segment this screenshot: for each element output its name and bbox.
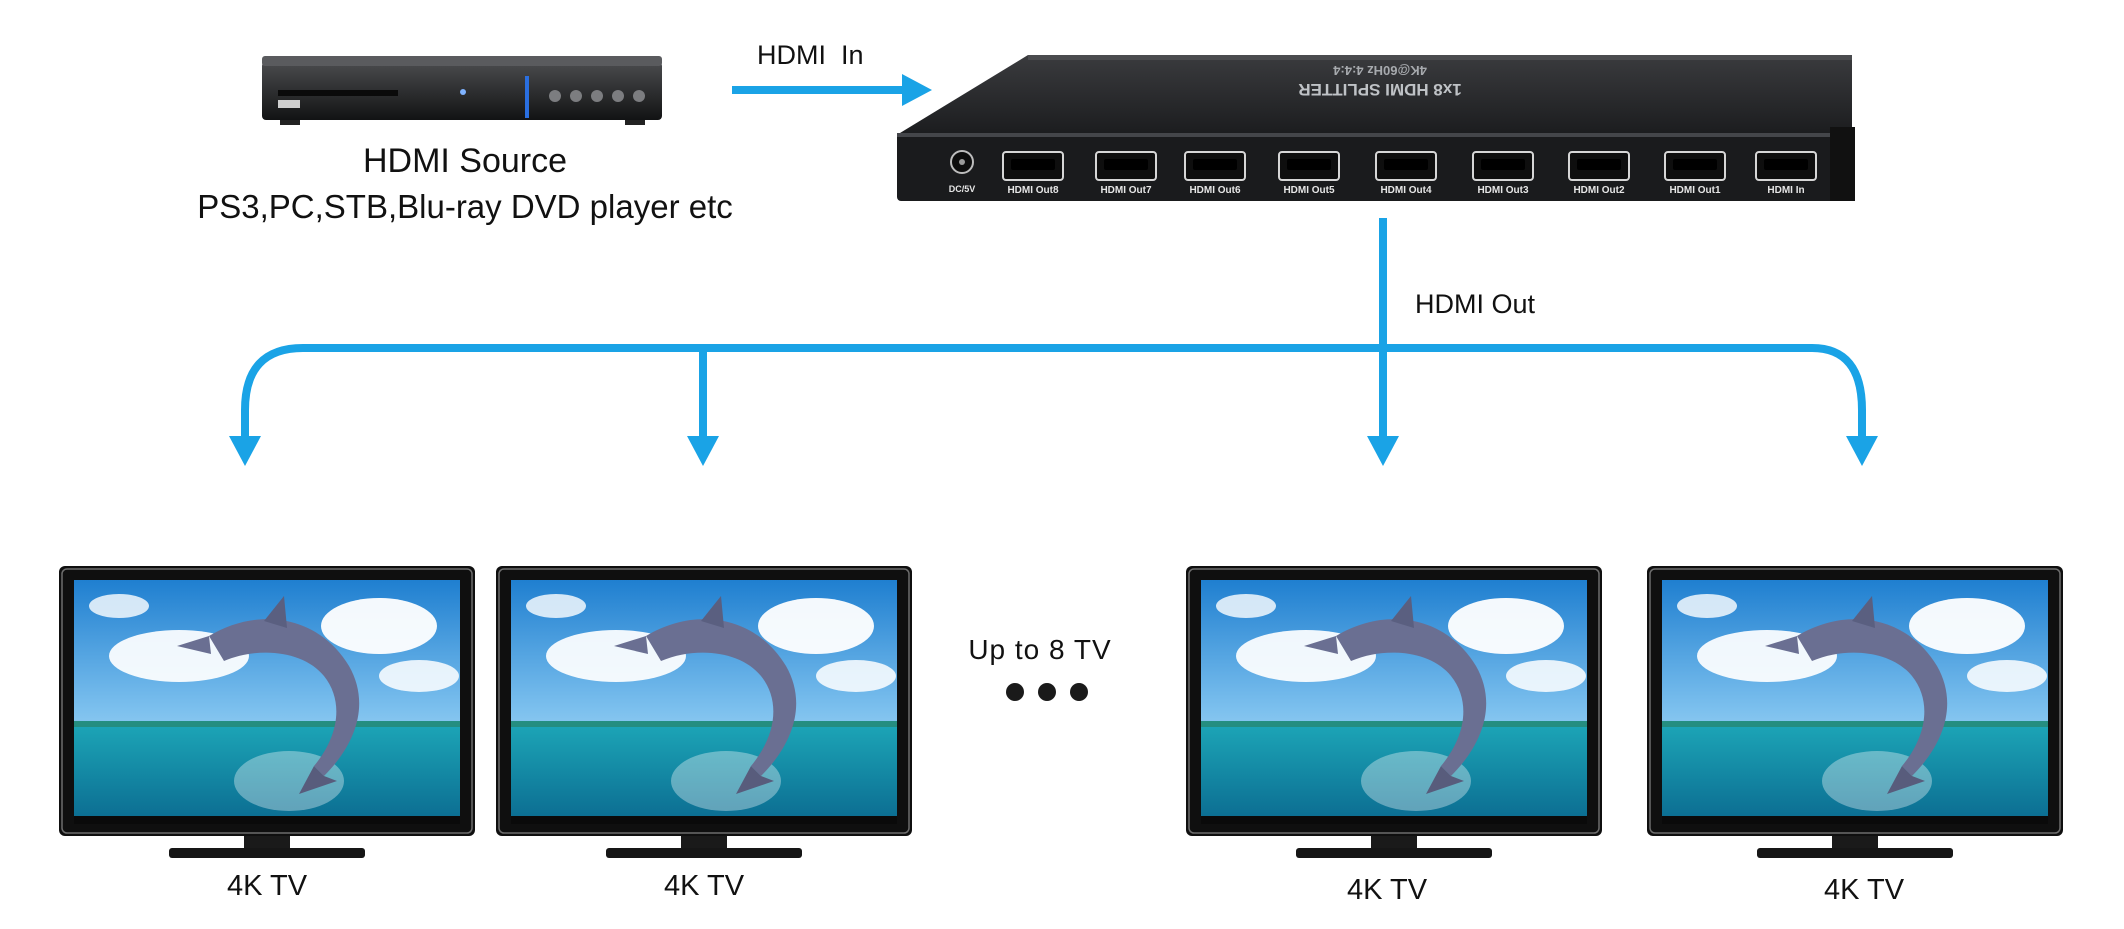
port-label-out1: HDMI Out1 [1669, 185, 1721, 196]
port-label-in: HDMI In [1767, 185, 1804, 196]
hdmi-in-arrow [732, 74, 932, 106]
port-label-out8: HDMI Out8 [1007, 185, 1059, 196]
tv-3-icon [1185, 565, 1603, 859]
port-label-out5: HDMI Out5 [1283, 185, 1335, 196]
tv-1-label: 4K TV [226, 870, 308, 902]
dvd-player-icon [262, 56, 662, 125]
tv-1-icon [58, 565, 476, 859]
tv-4-icon [1646, 565, 2064, 859]
hdmi-out-arrowheads [229, 436, 1878, 466]
tv-3-label: 4K TV [1346, 874, 1428, 906]
port-label-out7: HDMI Out7 [1100, 185, 1152, 196]
source-subtitle: PS3,PC,STB,Blu-ray DVD player etc [197, 188, 733, 225]
splitter-lid-title: 1x8 HDMI SPLITTER [1298, 80, 1461, 99]
hdmi-in-label: HDMI In [757, 40, 864, 70]
port-label-out2: HDMI Out2 [1573, 185, 1625, 196]
splitter-lid-spec: 4K@60Hz 4:4:4 [1332, 63, 1426, 78]
more-tvs-ellipsis-icon [1006, 683, 1088, 701]
port-label-out4: HDMI Out4 [1380, 185, 1432, 196]
port-label-out3: HDMI Out3 [1477, 185, 1529, 196]
tv-4-label: 4K TV [1823, 874, 1905, 906]
hdmi-splitter-device [897, 55, 1855, 201]
tv-2-icon [495, 565, 913, 859]
source-title: HDMI Source [362, 142, 568, 180]
port-label-dc: DC/5V [949, 184, 976, 194]
port-label-out6: HDMI Out6 [1189, 185, 1241, 196]
hdmi-out-label: HDMI Out [1415, 289, 1536, 319]
hdmi-out-arrows [241, 218, 1866, 438]
tv-2-label: 4K TV [663, 870, 745, 902]
up-to-8-tv-label: Up to 8 TV [968, 634, 1112, 665]
